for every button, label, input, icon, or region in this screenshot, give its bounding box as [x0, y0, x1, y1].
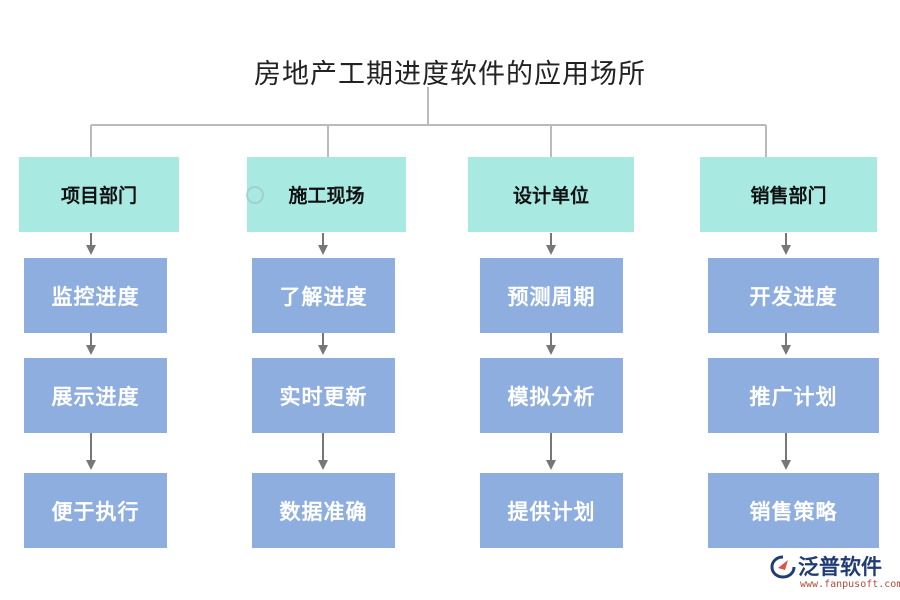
step-box: 销售策略	[708, 473, 879, 548]
step-box: 数据准确	[252, 473, 395, 548]
brand-url: www.fanpusoft.com	[800, 579, 900, 590]
brand-name: 泛普软件	[798, 555, 882, 579]
step-box: 预测周期	[480, 258, 623, 333]
column-head: 设计单位	[468, 157, 634, 232]
column-head: 项目部门	[19, 157, 179, 232]
fanpu-logo-icon	[770, 555, 796, 579]
step-box: 提供计划	[480, 473, 623, 548]
step-box: 监控进度	[24, 258, 167, 333]
step-box: 推广计划	[708, 358, 879, 433]
diagram-title: 房地产工期进度软件的应用场所	[254, 59, 646, 90]
step-box: 展示进度	[24, 358, 167, 433]
step-box: 便于执行	[24, 473, 167, 548]
step-box: 了解进度	[252, 258, 395, 333]
column-head: 销售部门	[700, 157, 877, 232]
column-head: 施工现场	[247, 157, 406, 232]
brand-logo: 泛普软件 www.fanpusoft.com	[770, 551, 900, 595]
step-box: 开发进度	[708, 258, 879, 333]
watermark-icon	[246, 186, 264, 204]
step-box: 实时更新	[252, 358, 395, 433]
step-box: 模拟分析	[480, 358, 623, 433]
